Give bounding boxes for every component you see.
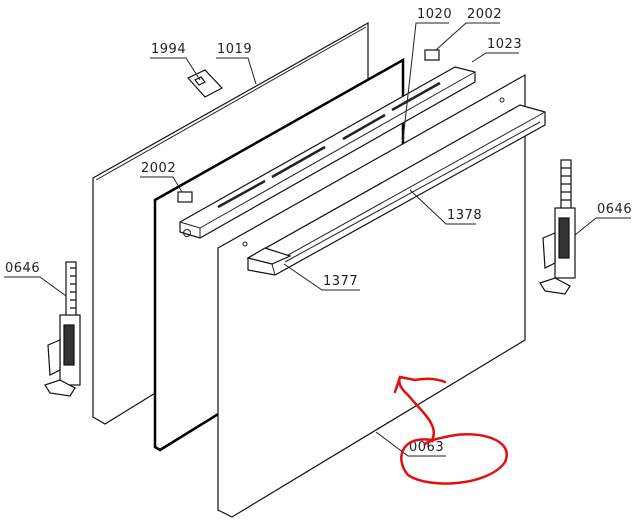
hinge-right bbox=[539, 159, 576, 295]
hinge-left bbox=[44, 261, 81, 397]
spacer-left bbox=[177, 191, 193, 203]
callout-back-glass: 1019 bbox=[216, 42, 257, 85]
label-middle-glass: 1020 bbox=[417, 7, 452, 22]
red-circle bbox=[400, 433, 508, 485]
label-back-glass: 1019 bbox=[217, 42, 252, 57]
handle-end bbox=[246, 247, 292, 265]
label-spacer-left: 2002 bbox=[141, 161, 176, 176]
callout-hinge-left: 0646 bbox=[4, 261, 67, 297]
callout-spacer-left: 2002 bbox=[140, 161, 183, 193]
red-arrow bbox=[393, 375, 447, 442]
callout-handle: 1378 bbox=[409, 189, 482, 225]
top-profile bbox=[179, 66, 476, 239]
label-clip: 1994 bbox=[151, 42, 186, 57]
front-glass bbox=[217, 73, 526, 518]
clip bbox=[187, 69, 223, 98]
label-handle: 1378 bbox=[447, 208, 482, 223]
callout-handle-end: 1377 bbox=[283, 263, 360, 291]
label-spacer-top: 2002 bbox=[467, 7, 502, 22]
red-annotation bbox=[393, 375, 508, 485]
callout-middle-glass: 1020 bbox=[402, 7, 452, 141]
label-handle-end: 1377 bbox=[323, 274, 358, 289]
callout-top-profile: 1023 bbox=[471, 37, 522, 63]
label-hinge-left: 0646 bbox=[5, 261, 40, 276]
label-top-profile: 1023 bbox=[487, 37, 522, 52]
label-front-glass: 0063 bbox=[409, 440, 444, 455]
callout-front-glass: 0063 bbox=[375, 431, 446, 457]
spacer-top bbox=[424, 49, 440, 61]
callout-clip: 1994 bbox=[150, 42, 201, 81]
callout-spacer-top: 2002 bbox=[435, 7, 502, 51]
label-hinge-right: 0646 bbox=[597, 202, 632, 217]
callout-hinge-right: 0646 bbox=[574, 202, 632, 236]
handle bbox=[246, 104, 546, 276]
